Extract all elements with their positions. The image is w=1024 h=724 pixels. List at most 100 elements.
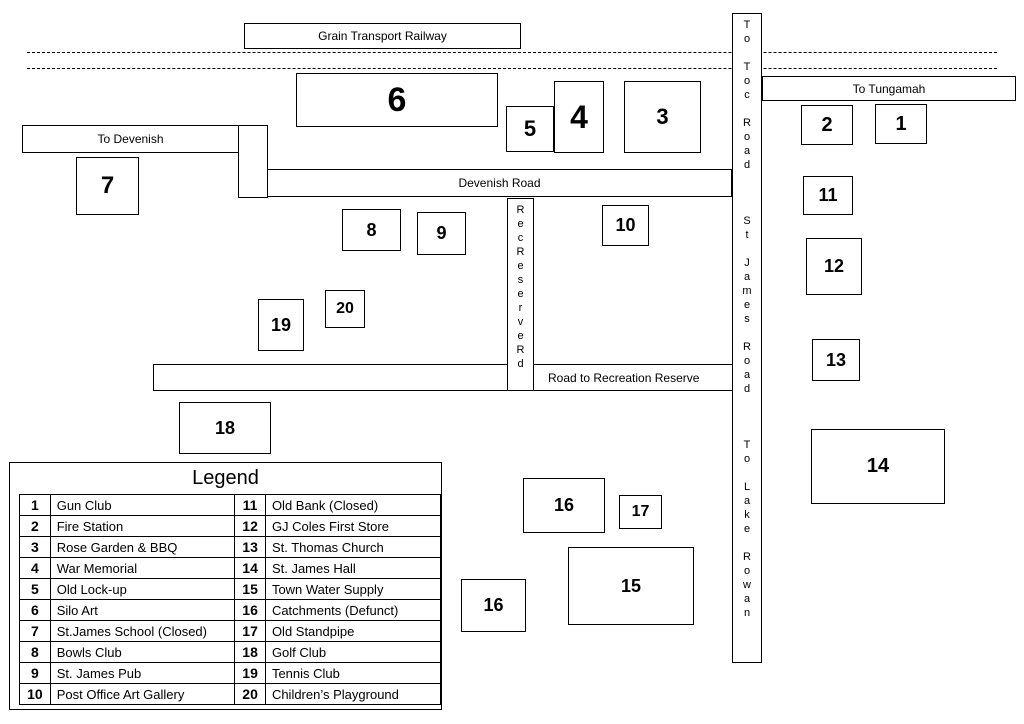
building-16-upper: 16 <box>523 478 605 533</box>
legend-label: Bowls Club <box>49 641 236 663</box>
st-james-road-letter: a <box>743 369 751 381</box>
st-james-road-letter: a <box>743 271 751 283</box>
rec-reserve-road-letter: R <box>516 344 525 356</box>
st-james-road-letter: R <box>743 117 751 129</box>
st-james-road-letter: d <box>743 383 751 395</box>
legend-number: 9 <box>19 662 51 684</box>
st-james-road-letter: T <box>743 439 751 451</box>
road-to-recreation-reserve-label: Road to Recreation Reserve <box>548 371 700 385</box>
rec-reserve-road-letter: R <box>516 204 525 216</box>
legend-label: Old Standpipe <box>264 620 442 642</box>
building-16-lower: 16 <box>461 579 526 632</box>
legend-label: Children’s Playground <box>264 683 442 705</box>
st-james-road-letter: T <box>743 61 751 73</box>
st-james-road-letter: d <box>743 159 751 171</box>
legend-number: 5 <box>19 578 51 600</box>
legend-label: St. James Hall <box>264 557 442 579</box>
rec-reserve-road-letter: e <box>517 330 524 342</box>
st-james-road-letter: t <box>745 229 749 241</box>
legend-number: 3 <box>19 536 51 558</box>
building-1: 1 <box>875 104 927 144</box>
legend-number: 11 <box>234 494 266 516</box>
legend-number: 8 <box>19 641 51 663</box>
legend-label: War Memorial <box>49 557 236 579</box>
building-19: 19 <box>258 299 304 351</box>
legend-label: Gun Club <box>49 494 236 516</box>
building-10: 10 <box>602 205 649 246</box>
st-james-road-letter: a <box>743 495 751 507</box>
legend-label: GJ Coles First Store <box>264 515 442 537</box>
legend-label: Tennis Club <box>264 662 442 684</box>
legend-number: 15 <box>234 578 266 600</box>
st-james-road-letter: o <box>743 75 751 87</box>
rec-reserve-road-letter: s <box>517 274 524 286</box>
building-4: 4 <box>554 81 604 153</box>
legend-label: Rose Garden & BBQ <box>49 536 236 558</box>
railway-line-bottom <box>27 68 997 69</box>
railway-label: Grain Transport Railway <box>244 23 521 49</box>
building-12: 12 <box>806 238 862 295</box>
building-15: 15 <box>568 547 694 625</box>
rec-reserve-road-letter: e <box>517 218 524 230</box>
rec-reserve-road-letter: c <box>517 232 524 244</box>
st-james-road-letter: o <box>743 565 751 577</box>
st-james-road-letter: R <box>743 341 751 353</box>
st-james-road-letter: m <box>742 285 752 297</box>
legend-label: St. Thomas Church <box>264 536 442 558</box>
legend-number: 1 <box>19 494 51 516</box>
rec-reserve-road-letter: e <box>517 288 524 300</box>
railway-line-top <box>27 52 997 53</box>
legend-number: 16 <box>234 599 266 621</box>
legend-number: 10 <box>19 683 51 705</box>
st-james-road-letter: n <box>743 607 751 619</box>
devenish-road-connector <box>238 125 268 198</box>
legend-label: Golf Club <box>264 641 442 663</box>
legend-number: 14 <box>234 557 266 579</box>
legend-label: Old Bank (Closed) <box>264 494 442 516</box>
rec-reserve-road-letter: v <box>517 316 524 328</box>
st-james-road-letter: e <box>743 523 751 535</box>
building-14: 14 <box>811 429 945 504</box>
rec-reserve-road-letter: d <box>517 358 524 370</box>
building-20: 20 <box>325 290 365 328</box>
st-james-road-letter: R <box>743 551 751 563</box>
st-james-road-letter: w <box>743 579 751 591</box>
legend-title: Legend <box>192 467 259 489</box>
legend-number: 13 <box>234 536 266 558</box>
building-6: 6 <box>296 73 498 127</box>
legend-label: Old Lock-up <box>49 578 236 600</box>
legend-number: 6 <box>19 599 51 621</box>
st-james-road-letter: T <box>743 19 751 31</box>
legend-number: 12 <box>234 515 266 537</box>
st-james-road-letter: o <box>743 33 751 45</box>
rec-reserve-road-letter: R <box>516 246 525 258</box>
building-2: 2 <box>801 105 853 145</box>
st-james-road-letter: o <box>743 453 751 465</box>
legend-label: Town Water Supply <box>264 578 442 600</box>
legend-label: St. James Pub <box>49 662 236 684</box>
legend-label: Fire Station <box>49 515 236 537</box>
building-13: 13 <box>812 339 860 381</box>
building-9: 9 <box>417 212 466 255</box>
building-18: 18 <box>179 402 271 454</box>
building-17: 17 <box>619 495 662 529</box>
legend-number: 17 <box>234 620 266 642</box>
legend-number: 20 <box>234 683 266 705</box>
to-devenish-road: To Devenish <box>22 125 239 153</box>
st-james-road-letter: a <box>743 145 751 157</box>
st-james-road-letter: L <box>743 481 751 493</box>
building-5: 5 <box>506 106 554 152</box>
legend-number: 19 <box>234 662 266 684</box>
to-tungamah-road: To Tungamah <box>762 76 1016 101</box>
